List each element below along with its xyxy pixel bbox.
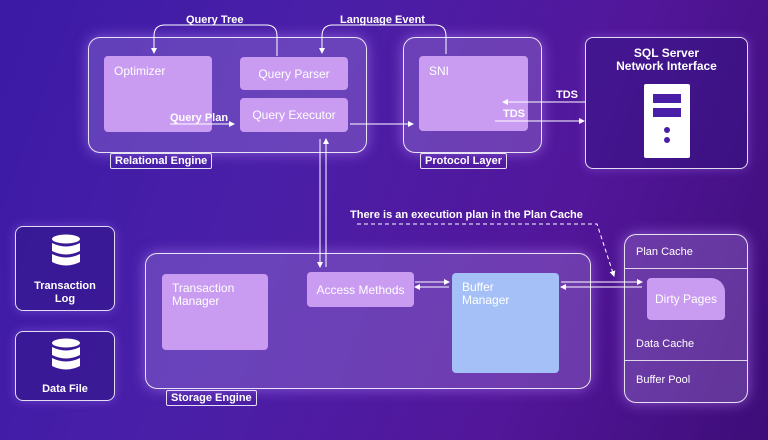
tds-out-label: TDS: [503, 108, 525, 120]
optimizer-label: Optimizer: [114, 64, 166, 78]
plan-cache-section[interactable]: Plan Cache: [625, 235, 747, 269]
data-file-box[interactable]: Data File: [15, 331, 115, 401]
buffer-pool-label: Buffer Pool: [636, 374, 691, 386]
database-icon: [52, 234, 80, 266]
query-plan-label: Query Plan: [170, 112, 229, 124]
dirty-pages-box[interactable]: Dirty Pages: [647, 278, 725, 320]
transaction-manager-label-line1: Transaction: [172, 281, 235, 295]
network-interface-title-line1: SQL Server: [633, 46, 700, 60]
tds-in-label: TDS: [556, 89, 578, 101]
access-methods-box[interactable]: Access Methods: [307, 272, 414, 307]
optimizer-box[interactable]: Optimizer: [104, 56, 212, 132]
query-executor-label: Query Executor: [252, 108, 336, 122]
plan-cache-label: Plan Cache: [636, 245, 693, 258]
storage-engine-tag: Storage Engine: [166, 390, 257, 406]
data-cache-label: Data Cache: [636, 337, 695, 350]
transaction-log-label-line1: Transaction: [34, 280, 96, 292]
dirty-pages-label: Dirty Pages: [654, 292, 718, 306]
relational-engine-panel: Optimizer Query Parser Query Executor: [88, 37, 367, 153]
transaction-log-box[interactable]: Transaction Log: [15, 226, 115, 311]
network-interface-title-line2: Network Interface: [616, 59, 717, 73]
query-tree-label: Query Tree: [186, 14, 244, 26]
transaction-log-label-line2: Log: [54, 293, 76, 305]
sni-label: SNI: [429, 64, 450, 78]
access-methods-label: Access Methods: [316, 282, 405, 297]
query-parser-box[interactable]: Query Parser: [240, 57, 348, 90]
sni-box[interactable]: SNI: [419, 56, 528, 131]
protocol-layer-panel: SNI: [403, 37, 542, 153]
transaction-manager-label-line2: Manager: [172, 294, 220, 308]
query-executor-box[interactable]: Query Executor: [240, 98, 348, 132]
network-interface-panel: SQL Server Network Interface: [585, 37, 748, 169]
buffer-manager-box[interactable]: Buffer Manager: [452, 273, 559, 373]
transaction-manager-box[interactable]: Transaction Manager: [162, 274, 268, 350]
buffer-pool-panel: Plan Cache Dirty Pages Data Cache Buffer…: [624, 234, 748, 403]
data-cache-section[interactable]: Data Cache: [625, 327, 747, 361]
data-file-label: Data File: [42, 383, 88, 395]
language-event-label: Language Event: [340, 14, 425, 26]
storage-engine-panel: Transaction Manager Access Methods Buffe…: [145, 253, 591, 389]
plan-cache-note: There is an execution plan in the Plan C…: [350, 209, 583, 221]
query-parser-label: Query Parser: [258, 66, 330, 81]
buffer-manager-label-line2: Manager: [462, 293, 510, 307]
server-icon: [644, 84, 690, 158]
database-icon: [52, 338, 80, 370]
relational-engine-tag: Relational Engine: [110, 153, 213, 169]
buffer-manager-label-line1: Buffer: [462, 280, 494, 294]
protocol-layer-tag: Protocol Layer: [420, 153, 508, 169]
buffer-pool-section[interactable]: Buffer Pool: [625, 362, 747, 398]
